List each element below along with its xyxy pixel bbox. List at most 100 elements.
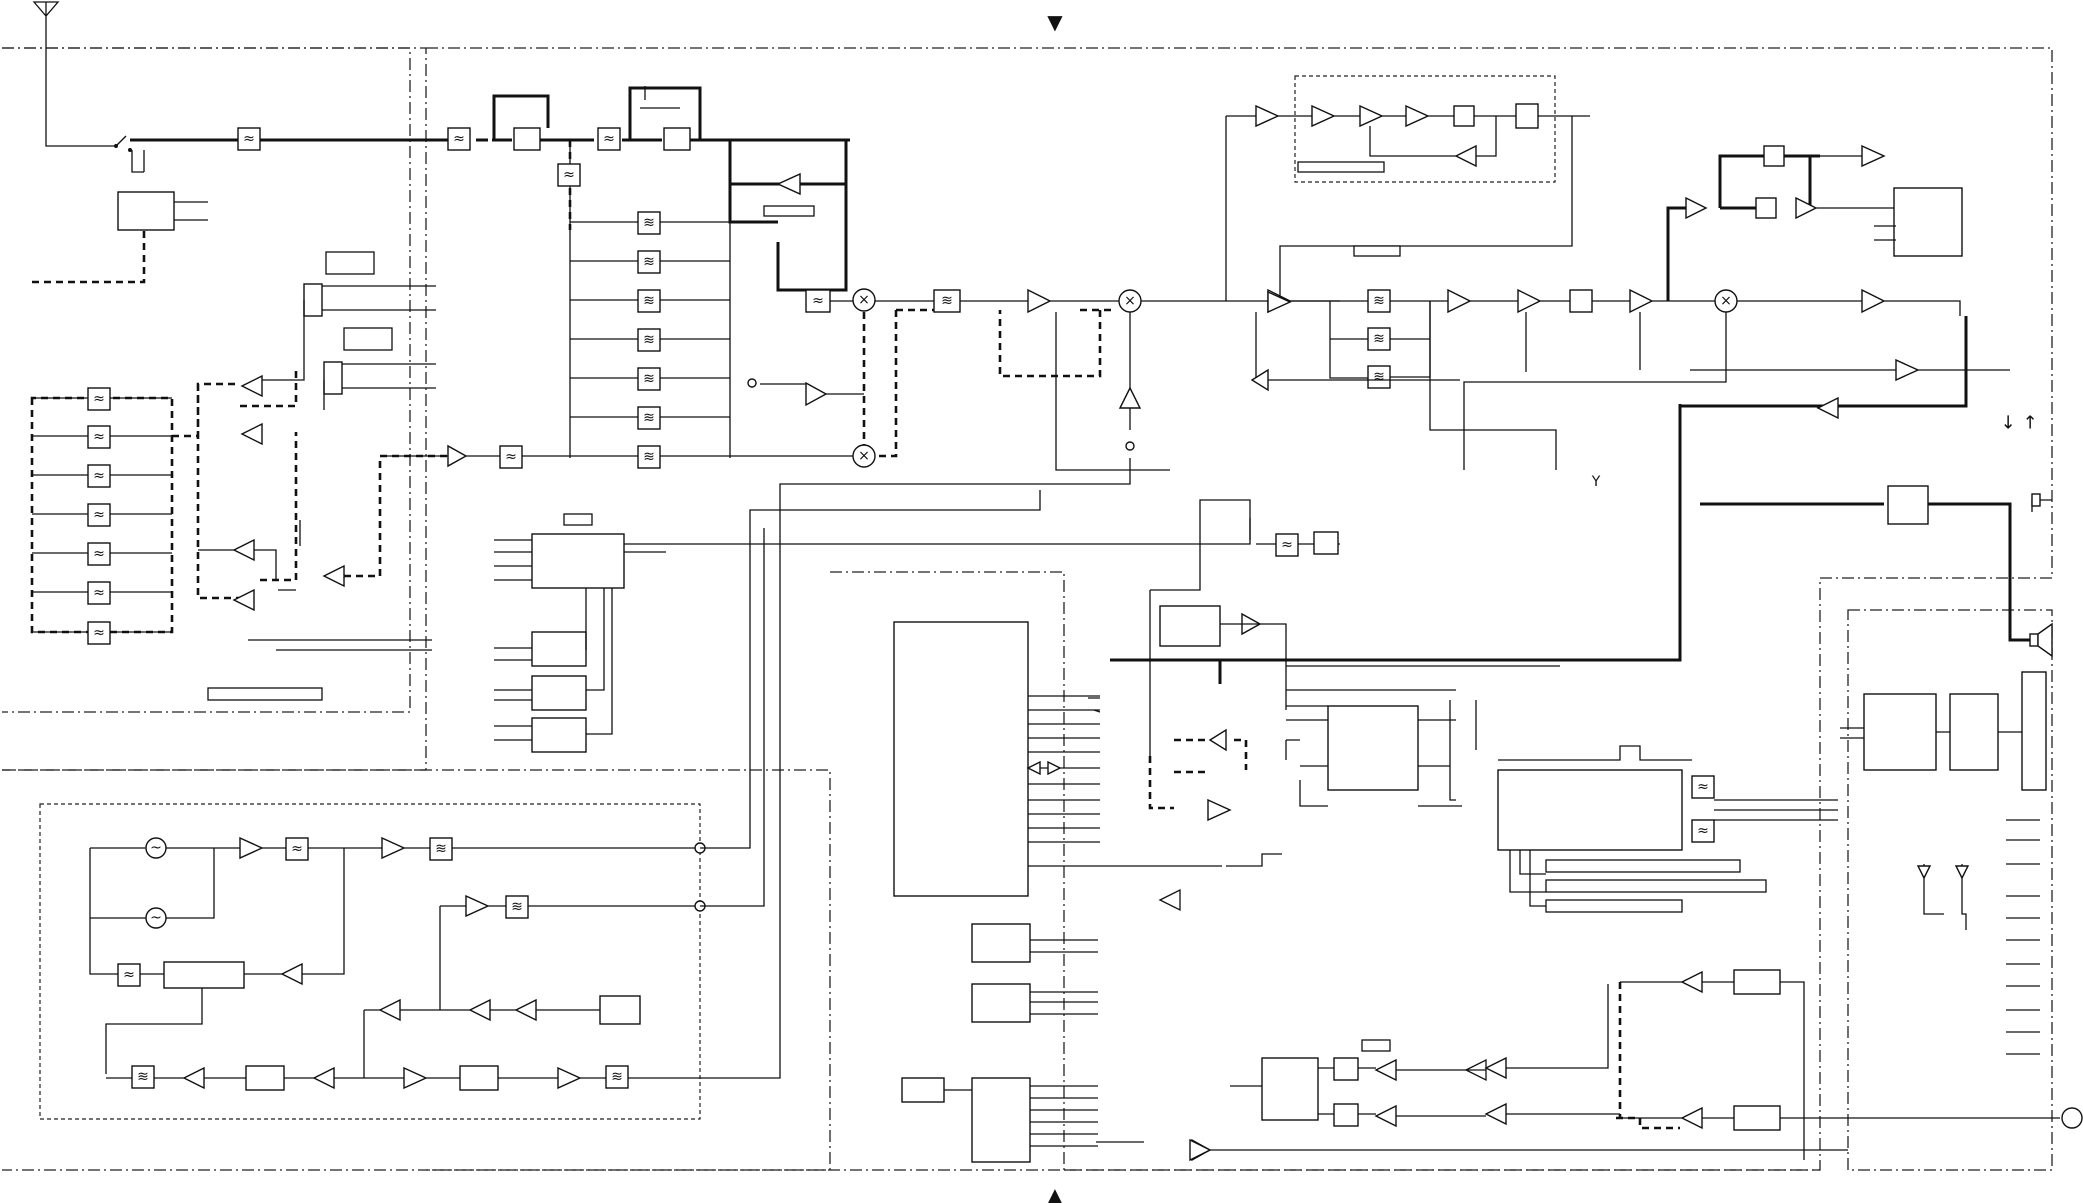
synthesizer: ~ ~ ≈ ≋ ≈ ≋ ≋ ≋ <box>89 458 1131 1091</box>
svg-text:×: × <box>858 292 870 308</box>
svg-text:≈: ≈ <box>603 131 615 147</box>
test-point-icon <box>747 378 757 388</box>
svg-text:≋: ≋ <box>511 899 523 915</box>
svg-text:≈: ≈ <box>243 131 255 147</box>
svg-text:≈: ≈ <box>291 841 303 857</box>
svg-text:≈: ≈ <box>93 585 105 601</box>
transmit-monitor-subsection-border <box>1294 75 1556 183</box>
svg-text:≈: ≈ <box>93 546 105 562</box>
filter-block <box>557 163 581 187</box>
label-box <box>1353 245 1401 257</box>
switch-block <box>513 127 541 151</box>
svg-text:≋: ≋ <box>643 410 655 426</box>
power-sensor-block <box>1515 103 1539 129</box>
second-if-stage: ≋ ≋ ≋ × <box>1055 288 1961 471</box>
audio-processing: ≈ ≈ <box>1148 499 1838 1082</box>
svg-text:≈: ≈ <box>453 131 465 147</box>
right-interface-section-border <box>1847 609 2053 1171</box>
page-markers: ▼ ▲ ↓ ↑ <box>1047 10 2037 1203</box>
dsp-processor-block <box>893 621 1029 897</box>
codec-block <box>1327 705 1419 791</box>
label-box <box>563 513 593 526</box>
svg-text:≈: ≈ <box>123 967 135 983</box>
label-box <box>207 687 323 701</box>
filter-bank-rows: ≋ ≋ ≋ ≋ ≋ ≋ ≋ <box>570 211 730 469</box>
svg-text:≋: ≋ <box>941 293 953 309</box>
svg-text:×: × <box>1124 293 1136 309</box>
svg-text:~: ~ <box>150 910 162 926</box>
svg-text:≋: ≋ <box>1373 369 1385 385</box>
filter-block <box>237 127 261 151</box>
left-top-section-border <box>2 47 411 713</box>
amplifier-icon <box>1027 288 1052 314</box>
label-box <box>325 251 375 275</box>
pll-block <box>163 961 245 989</box>
rf-filter-chain: ≈ ≈ ≈ <box>237 86 702 151</box>
svg-text:≋: ≋ <box>643 371 655 387</box>
svg-text:≈: ≈ <box>93 625 105 641</box>
label-box <box>763 205 815 217</box>
filter-block <box>597 127 621 151</box>
audio-amp-block <box>1887 485 1929 525</box>
svg-text:≈: ≈ <box>93 391 105 407</box>
amplifier-icon <box>1447 288 1472 314</box>
antenna-y-glyph: Y <box>1591 474 1601 490</box>
control-block <box>1893 187 1963 257</box>
amplifier-icon <box>1517 288 1542 314</box>
svg-text:≈: ≈ <box>93 507 105 523</box>
receiver-audio-bus <box>1110 404 2036 684</box>
bottom-marker-glyph: ▲ <box>1047 1183 1063 1203</box>
preselector-bold-path <box>728 140 848 292</box>
amplifier-block <box>663 127 691 151</box>
rf-output-section <box>1639 144 2010 504</box>
amplifier-icon <box>1629 288 1654 314</box>
dsp-section <box>893 621 1848 1163</box>
svg-text:≈: ≈ <box>1281 537 1293 553</box>
transmit-monitor-chain <box>1225 103 1590 301</box>
svg-text:≋: ≋ <box>137 1069 149 1085</box>
svg-text:≋: ≋ <box>1373 293 1385 309</box>
svg-text:≈: ≈ <box>1697 823 1709 839</box>
mixer-icon <box>852 288 876 312</box>
svg-text:~: ~ <box>150 840 162 856</box>
bottom-left-section-border <box>2 769 831 1171</box>
test-point-icon <box>1125 441 1135 451</box>
svg-text:≈: ≈ <box>563 167 575 183</box>
divider-block <box>245 1065 285 1091</box>
main-rf-section-border <box>426 47 2053 1171</box>
svg-text:≋: ≋ <box>1373 331 1385 347</box>
control-processor: ≈ <box>494 513 1340 753</box>
svg-text:×: × <box>1720 293 1732 309</box>
svg-text:≈: ≈ <box>812 293 824 309</box>
speaker-icon <box>2029 633 2039 647</box>
top-marker-glyph: ▼ <box>1047 10 1063 34</box>
antenna-input <box>32 1 132 152</box>
svg-text:≋: ≋ <box>643 254 655 270</box>
svg-text:≋: ≋ <box>435 841 447 857</box>
left-filter-bank: ≈ ≈ ≈ ≈ ≈ ≈ ≈ <box>30 150 448 701</box>
svg-text:≈: ≈ <box>93 468 105 484</box>
svg-text:≈: ≈ <box>1697 779 1709 795</box>
label-box <box>1297 161 1385 173</box>
label-box <box>343 327 393 351</box>
svg-text:≋: ≋ <box>643 449 655 465</box>
up-arrow-glyph: ↑ <box>2022 413 2037 434</box>
amplifier-icon <box>1118 386 1142 409</box>
dsp-control-block <box>1497 769 1683 851</box>
microphone-connector <box>2061 1107 2083 1129</box>
first-mixer-stage: ≈ × ≋ × <box>763 172 1340 314</box>
svg-text:≋: ≋ <box>643 293 655 309</box>
svg-text:≈: ≈ <box>505 449 517 465</box>
speaker-and-audio <box>1887 485 2053 658</box>
amplifier-icon <box>1861 288 1886 314</box>
right-io-panel <box>1840 671 2047 1055</box>
processor-block <box>531 533 625 589</box>
left-middle-section-border <box>2 47 427 771</box>
receive-filter-bank: ≈ ≋ ≋ ≋ ≋ ≋ ≋ ≋ <box>557 140 731 469</box>
lower-mixer: × ≈ <box>380 378 876 469</box>
receive-dashed-path <box>862 308 1114 458</box>
svg-text:≋: ≋ <box>643 332 655 348</box>
amplifier-icon <box>447 444 468 468</box>
limiter-block <box>1569 289 1593 313</box>
